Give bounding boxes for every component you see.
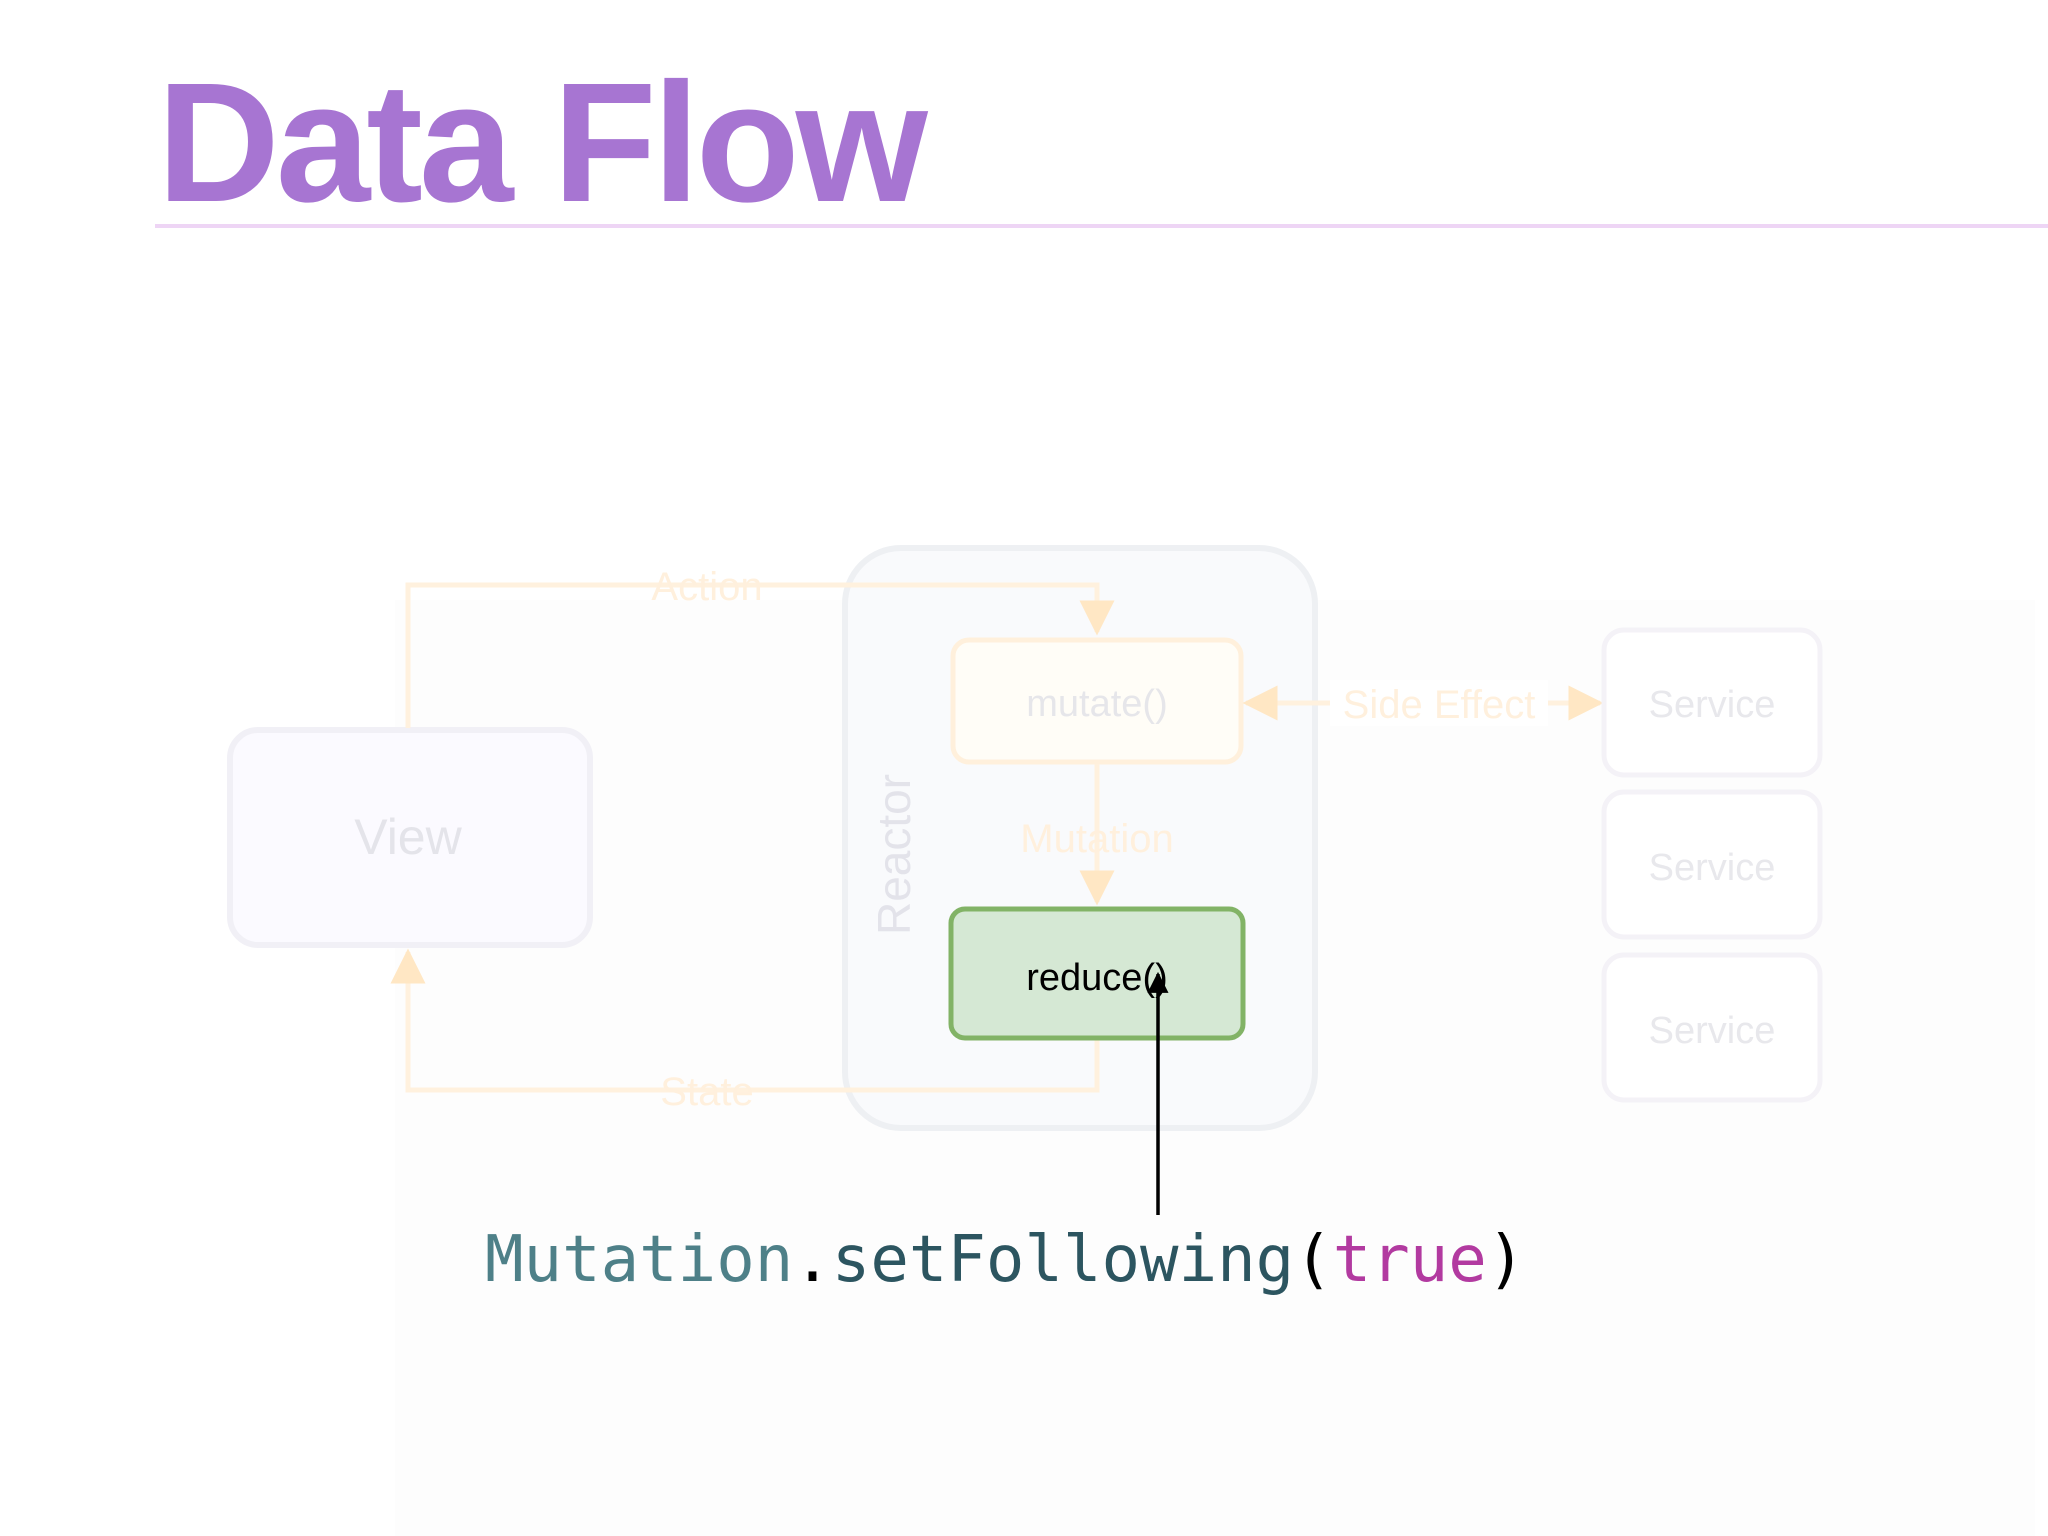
state-arrow [390, 948, 1100, 1093]
title-divider [155, 224, 2048, 228]
code-type: Mutation [485, 1223, 794, 1297]
action-arrow [405, 582, 1115, 728]
code-close-paren: ) [1486, 1223, 1526, 1297]
slide-title: Data Flow [157, 48, 928, 238]
service-label-2: Service [1649, 847, 1776, 889]
reduce-label: reduce() [1026, 957, 1168, 999]
service-box-1 [1601, 627, 1823, 778]
view-box [227, 727, 593, 948]
state-label: State [660, 1070, 753, 1114]
code-argument: true [1332, 1223, 1487, 1297]
code-dot: . [793, 1223, 832, 1297]
action-label: Action [651, 565, 762, 609]
mutation-label: Mutation [1020, 817, 1173, 861]
side-effect-label: Side Effect [1343, 683, 1536, 727]
code-open-paren: ( [1294, 1223, 1333, 1297]
service-box-3 [1601, 952, 1823, 1103]
mutate-box [950, 637, 1244, 765]
service-box-2 [1601, 789, 1823, 940]
service-label-3: Service [1649, 1010, 1776, 1052]
service-label-1: Service [1649, 684, 1776, 726]
mutate-label: mutate() [1026, 683, 1167, 725]
reactor-label: Reactor [868, 774, 920, 935]
code-method: setFollowing [831, 1223, 1295, 1297]
code-snippet: Mutation.setFollowing(true) [485, 1228, 1525, 1292]
side-effect-label-bg [1330, 680, 1548, 726]
view-label: View [354, 809, 462, 865]
reduce-box [948, 906, 1246, 1041]
